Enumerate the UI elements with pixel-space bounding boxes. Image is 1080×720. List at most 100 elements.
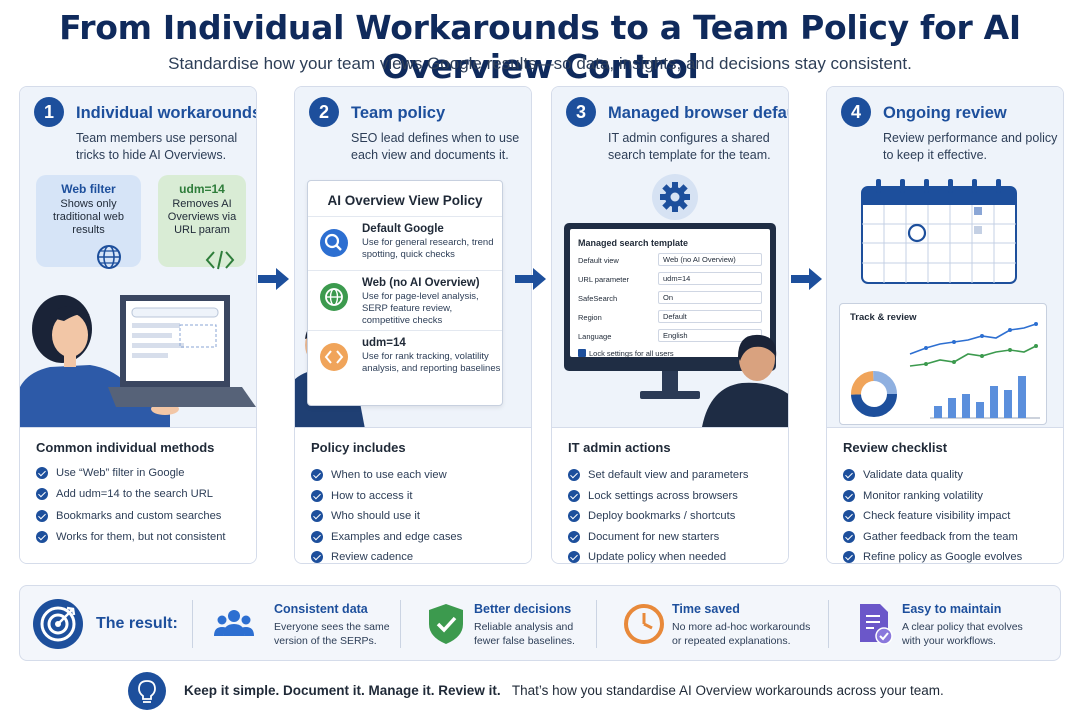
step-4-list-panel: Review checklist Validate data quality M… <box>827 427 1063 563</box>
page-subtitle: Standardise how your team views Google r… <box>168 54 912 73</box>
donut-chart-icon <box>851 371 897 417</box>
step-4-illustration-panel: 4 Ongoing review Review performance and … <box>827 87 1063 427</box>
check-icon <box>568 551 580 563</box>
list-item: Bookmarks and custom searches <box>36 505 226 527</box>
web-filter-bubble: Web filter Shows only traditional web re… <box>36 175 141 267</box>
lightbulb-icon <box>128 672 166 710</box>
template-field: URL parameter udm=14 <box>578 272 762 286</box>
list-item: When to use each view <box>311 465 462 486</box>
web-filter-bubble-title: Web filter <box>61 182 116 196</box>
line-chart-icon <box>909 322 1038 367</box>
checkbox-checked-icon <box>578 349 586 357</box>
step-3-illustration-panel: 3 Managed browser defaults IT admin conf… <box>552 87 788 427</box>
step-number-4: 4 <box>841 97 871 127</box>
step-card-2: 2 Team policy SEO lead defines when to u… <box>294 86 532 564</box>
it-admin-person-illustration <box>702 334 788 427</box>
check-icon <box>568 510 580 523</box>
arrow-right-icon <box>258 268 289 290</box>
check-icon <box>36 531 48 544</box>
step-1-illustration-panel: 1 Individual workarounds Team members us… <box>20 87 256 427</box>
step-desc-1: Team members use personal tricks to hide… <box>76 131 238 162</box>
shield-check-icon <box>429 604 463 644</box>
check-icon <box>36 509 48 522</box>
step-title-1: Individual workarounds <box>76 104 257 122</box>
template-field: Region Default <box>578 310 762 324</box>
template-title: Managed search template <box>578 238 689 248</box>
list-item: Document for new starters <box>568 527 748 548</box>
list-item: Examples and edge cases <box>311 527 462 548</box>
udm-bubble-title: udm=14 <box>179 182 225 196</box>
target-icon <box>33 599 83 649</box>
check-icon <box>843 551 855 563</box>
code-icon <box>205 250 235 270</box>
check-icon <box>843 530 855 543</box>
step-2-illustration-panel: 2 Team policy SEO lead defines when to u… <box>295 87 531 429</box>
step-1-list: Use “Web” filter in Google Add udm=14 to… <box>36 462 226 548</box>
divider <box>596 600 597 648</box>
divider <box>400 600 401 648</box>
policy-row-default: Default Google Use for general research,… <box>308 217 502 271</box>
policy-document: AI Overview View Policy Default Google U… <box>307 180 503 406</box>
monitor-stand <box>640 371 700 399</box>
list-item: Check feature visibility impact <box>843 506 1022 527</box>
step-2-list-panel: Policy includes When to use each view Ho… <box>295 427 531 563</box>
step-number-1: 1 <box>34 97 64 127</box>
step-1-list-panel: Common individual methods Use “Web” filt… <box>20 427 256 563</box>
clock-icon <box>624 604 664 644</box>
check-icon <box>311 489 323 502</box>
list-item: Refine policy as Google evolves <box>843 547 1022 563</box>
list-item: Set default view and parameters <box>568 465 748 486</box>
step-3-list-panel: IT admin actions Set default view and pa… <box>552 427 788 563</box>
list-item: Add udm=14 to the search URL <box>36 484 226 506</box>
check-icon <box>311 551 323 563</box>
step-title-3: Managed browser defaults <box>608 104 788 122</box>
arrow-right-icon <box>515 268 546 290</box>
step-title-4: Ongoing review <box>883 104 1007 122</box>
page-title: From Individual Workarounds to a Team Po… <box>59 8 1021 86</box>
step-number-2: 2 <box>309 97 339 127</box>
policy-row-web: Web (no AI Overview) Use for page-level … <box>308 271 502 331</box>
step-3-list: Set default view and parameters Lock set… <box>568 465 748 563</box>
step-card-4: 4 Ongoing review Review performance and … <box>826 86 1064 564</box>
policy-row-udm: udm=14 Use for rank tracking, volatility… <box>308 331 502 391</box>
check-icon <box>36 466 48 479</box>
check-icon <box>568 469 580 482</box>
list-item: Lock settings across browsers <box>568 486 748 507</box>
step-4-list-title: Review checklist <box>843 440 948 455</box>
track-title: Track & review <box>850 312 917 323</box>
lock-settings-checkbox: Lock settings for all users <box>578 349 674 358</box>
list-item: Use “Web” filter in Google <box>36 462 226 484</box>
list-item: Who should use it <box>311 506 462 527</box>
calendar-icon <box>861 179 1017 284</box>
managed-template-screen: Managed search template Default view Web… <box>570 229 770 358</box>
step-1-list-title: Common individual methods <box>36 440 215 455</box>
step-3-list-title: IT admin actions <box>568 440 671 455</box>
globe-icon <box>320 283 348 311</box>
check-icon <box>843 469 855 482</box>
udm-bubble: udm=14 Removes AI Overviews via URL para… <box>158 175 246 267</box>
step-card-1: 1 Individual workarounds Team members us… <box>19 86 257 564</box>
step-number-3: 3 <box>566 97 596 127</box>
step-desc-4: Review performance and policy to keep it… <box>883 131 1058 162</box>
step-4-list: Validate data quality Monitor ranking vo… <box>843 465 1022 563</box>
check-icon <box>311 469 323 482</box>
check-icon <box>311 510 323 523</box>
footer-tagline: Keep it simple. Document it. Manage it. … <box>184 683 944 698</box>
bar-chart-icon <box>930 376 1040 419</box>
check-icon <box>843 510 855 523</box>
divider <box>828 600 829 648</box>
check-icon <box>568 489 580 502</box>
document-check-icon <box>860 604 893 645</box>
policy-title: AI Overview View Policy <box>308 181 502 217</box>
list-item: Works for them, but not consistent <box>36 527 226 549</box>
code-icon <box>320 343 348 371</box>
udm-bubble-text: Removes AI Overviews via URL param <box>167 198 237 236</box>
globe-icon <box>97 245 121 269</box>
check-icon <box>568 530 580 543</box>
template-field: Default view Web (no AI Overview) <box>578 253 762 267</box>
web-filter-bubble-text: Shows only traditional web results <box>53 198 124 236</box>
arrow-right-icon <box>791 268 822 290</box>
list-item: Review cadence <box>311 547 462 563</box>
step-desc-3: IT admin configures a shared search temp… <box>608 131 771 162</box>
result-bar: The result: Consistent data Everyone see… <box>19 585 1061 661</box>
